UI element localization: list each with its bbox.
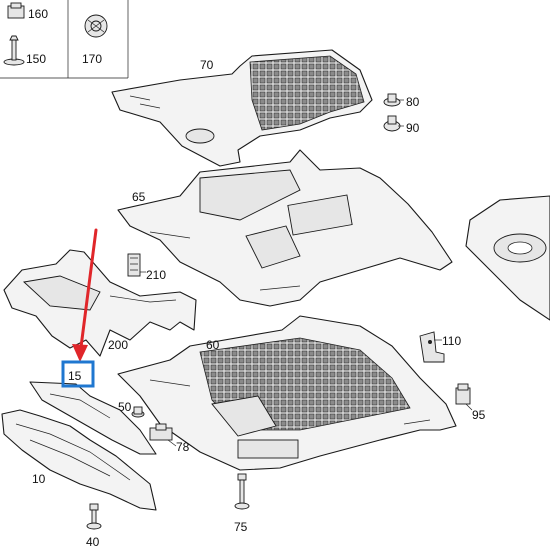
panel-15 — [29, 381, 157, 455]
label-40: 40 — [86, 535, 100, 549]
label-150: 150 — [26, 52, 46, 66]
label-160: 160 — [28, 7, 48, 21]
label-210: 210 — [146, 268, 166, 282]
label-70: 70 — [200, 58, 214, 72]
panel-70 — [111, 49, 373, 167]
label-60: 60 — [206, 338, 220, 352]
legend-box: 160 150 170 — [0, 0, 129, 79]
label-65: 65 — [132, 190, 146, 204]
label-95: 95 — [472, 408, 486, 422]
highlight-box — [61, 360, 95, 388]
label-90: 90 — [406, 121, 420, 135]
label-78: 78 — [176, 440, 190, 454]
label-170: 170 — [82, 52, 102, 66]
label-110: 110 — [442, 334, 461, 348]
clip-icon — [149, 423, 173, 441]
bolt-icon — [234, 473, 250, 510]
label-80: 80 — [406, 95, 420, 109]
label-15: 15 — [68, 369, 82, 383]
panel-65 — [117, 149, 453, 307]
clip-icon — [455, 383, 471, 405]
part-right-partial — [465, 195, 550, 321]
clip-icon — [7, 2, 25, 19]
label-200: 200 — [108, 338, 128, 352]
bracket-icon — [127, 253, 141, 277]
panel-60 — [117, 315, 457, 471]
bracket-icon — [419, 331, 445, 363]
nut-icon — [131, 406, 145, 418]
nut-icon — [383, 93, 401, 107]
panel-10 — [1, 409, 157, 511]
highlight-arrow — [72, 228, 98, 362]
clip-icon — [383, 115, 401, 132]
bolt-icon — [86, 503, 102, 530]
label-50: 50 — [118, 400, 132, 414]
screw-icon — [3, 35, 25, 66]
panel-200 — [3, 249, 197, 357]
label-75: 75 — [234, 520, 248, 534]
label-10: 10 — [32, 472, 46, 486]
push-rivet-icon — [84, 14, 108, 38]
